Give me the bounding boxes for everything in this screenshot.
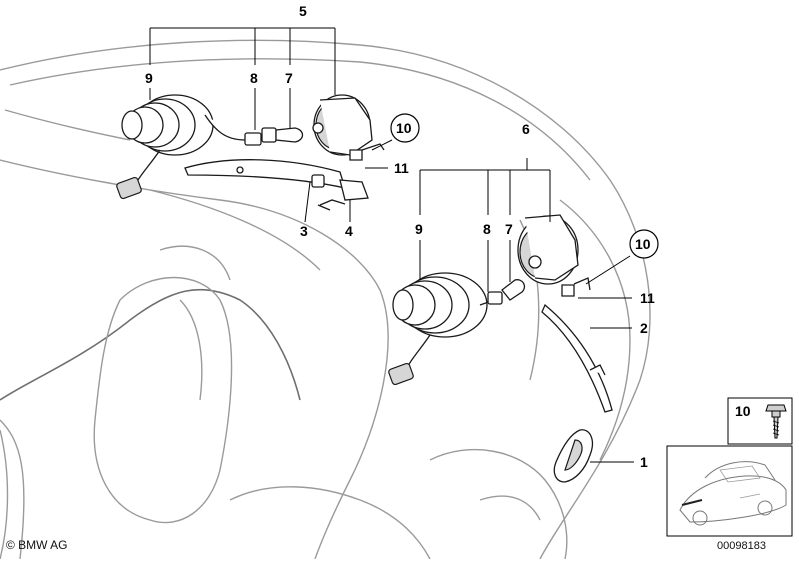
bulb-socket-housing-right [388, 272, 488, 386]
inset-car-thumbnail [666, 445, 793, 537]
callout-3: 3 [300, 223, 308, 239]
callout-4: 4 [345, 223, 353, 239]
side-marker-left [317, 179, 369, 211]
fog-lamp-assembly-left [116, 94, 385, 211]
bulb-right [501, 279, 526, 301]
callout-7-right: 7 [505, 221, 513, 237]
callout-9-left: 9 [145, 70, 153, 86]
fog-lamp-body-right [517, 214, 579, 285]
screw-icon [765, 404, 787, 439]
fog-lamp-assembly-right [388, 214, 613, 483]
copyright-notice: © BMW AG [6, 538, 68, 552]
inset-part-10: 10 [727, 397, 793, 445]
callout-10-right: 10 [629, 229, 659, 259]
inset-part-label: 10 [735, 403, 751, 419]
callout-5: 5 [299, 3, 307, 19]
callout-2: 2 [640, 320, 648, 336]
svg-text:10: 10 [396, 120, 412, 136]
diagram-reference-number: 00098183 [717, 540, 766, 552]
bulb-socket-housing-left [116, 94, 262, 200]
trim-strip-right [541, 303, 613, 413]
callout-8-right: 8 [483, 221, 491, 237]
callout-7-left: 7 [285, 70, 293, 86]
callout-11-left: 11 [394, 160, 409, 176]
fog-lamp-body-left [312, 94, 373, 156]
car-thumbnail-icon [679, 461, 787, 526]
callout-11-right: 11 [640, 290, 655, 306]
callout-10-left: 10 [390, 113, 420, 143]
bulb-left [261, 127, 304, 143]
callout-8-left: 8 [250, 70, 258, 86]
svg-text:10: 10 [635, 236, 651, 252]
callout-9-right: 9 [415, 221, 423, 237]
callout-1: 1 [640, 454, 648, 470]
leader-lines [149, 27, 634, 463]
bulb-holder-right [479, 291, 503, 306]
trim-strip-left [184, 159, 346, 189]
side-indicator-lamp [553, 429, 594, 483]
bracket-right [561, 277, 591, 297]
bracket-left [349, 143, 385, 161]
callout-6: 6 [522, 121, 530, 137]
callout-labels: 5 9 8 7 11 3 4 6 9 8 7 11 2 1 10 10 [145, 3, 659, 470]
